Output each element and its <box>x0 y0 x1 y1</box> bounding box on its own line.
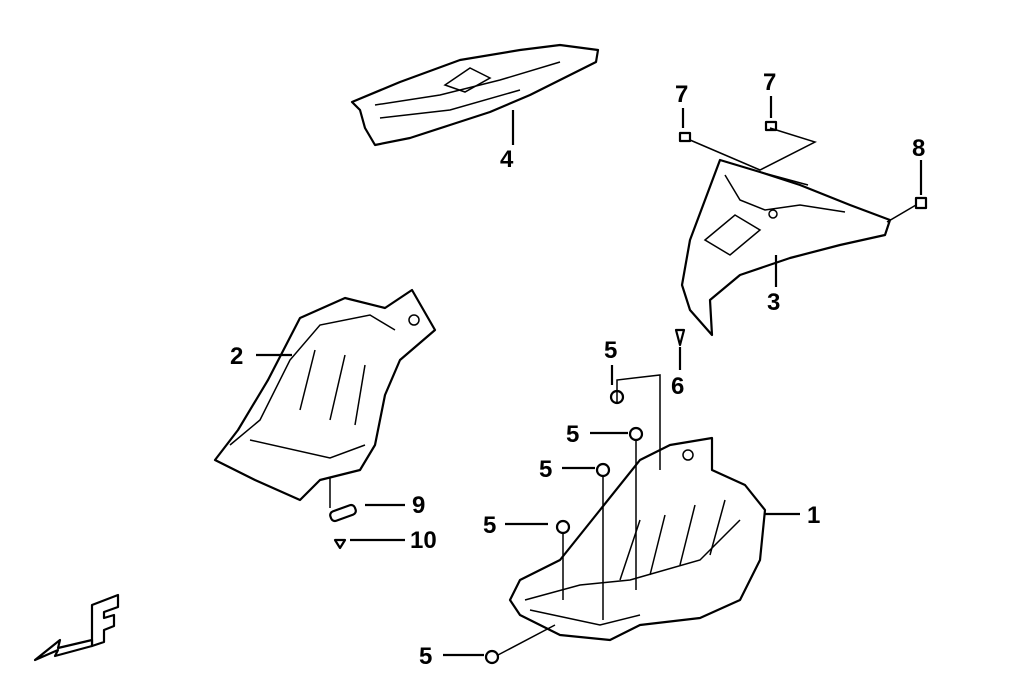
callout-7a: 7 <box>675 81 688 108</box>
rivet-10 <box>333 538 347 550</box>
screw-5b <box>628 426 644 442</box>
callout-6: 6 <box>671 373 684 400</box>
callout-3: 3 <box>767 289 780 316</box>
clip-7b <box>764 120 778 132</box>
callout-8: 8 <box>912 135 925 162</box>
callout-5a: 5 <box>604 337 617 364</box>
screw-5c <box>595 462 611 478</box>
callout-labels: 4 7 7 8 3 2 5 6 5 5 1 9 10 5 5 <box>230 69 925 670</box>
screw-5e <box>484 649 500 665</box>
callout-9: 9 <box>412 492 425 519</box>
callout-5e: 5 <box>419 643 432 670</box>
leader-lines <box>256 96 923 657</box>
fasteners <box>329 120 928 665</box>
part-4-cover <box>350 43 600 147</box>
callout-4: 4 <box>500 146 514 173</box>
screw-5d <box>555 519 571 535</box>
part-1-floor-panel <box>508 436 767 642</box>
callout-10: 10 <box>410 527 437 554</box>
part-3-inner-panel <box>680 158 892 337</box>
clip-7a <box>678 131 692 143</box>
spring-9 <box>329 503 357 523</box>
clip-8 <box>914 196 928 210</box>
callout-2: 2 <box>230 343 243 370</box>
screw-6 <box>674 328 686 347</box>
callout-5b: 5 <box>566 421 579 448</box>
callout-1: 1 <box>807 502 820 529</box>
callout-5c: 5 <box>539 456 552 483</box>
front-orientation-logo <box>33 593 120 662</box>
callout-7b: 7 <box>763 69 776 96</box>
callout-5d: 5 <box>483 512 496 539</box>
part-2-floor-panel <box>213 288 437 502</box>
